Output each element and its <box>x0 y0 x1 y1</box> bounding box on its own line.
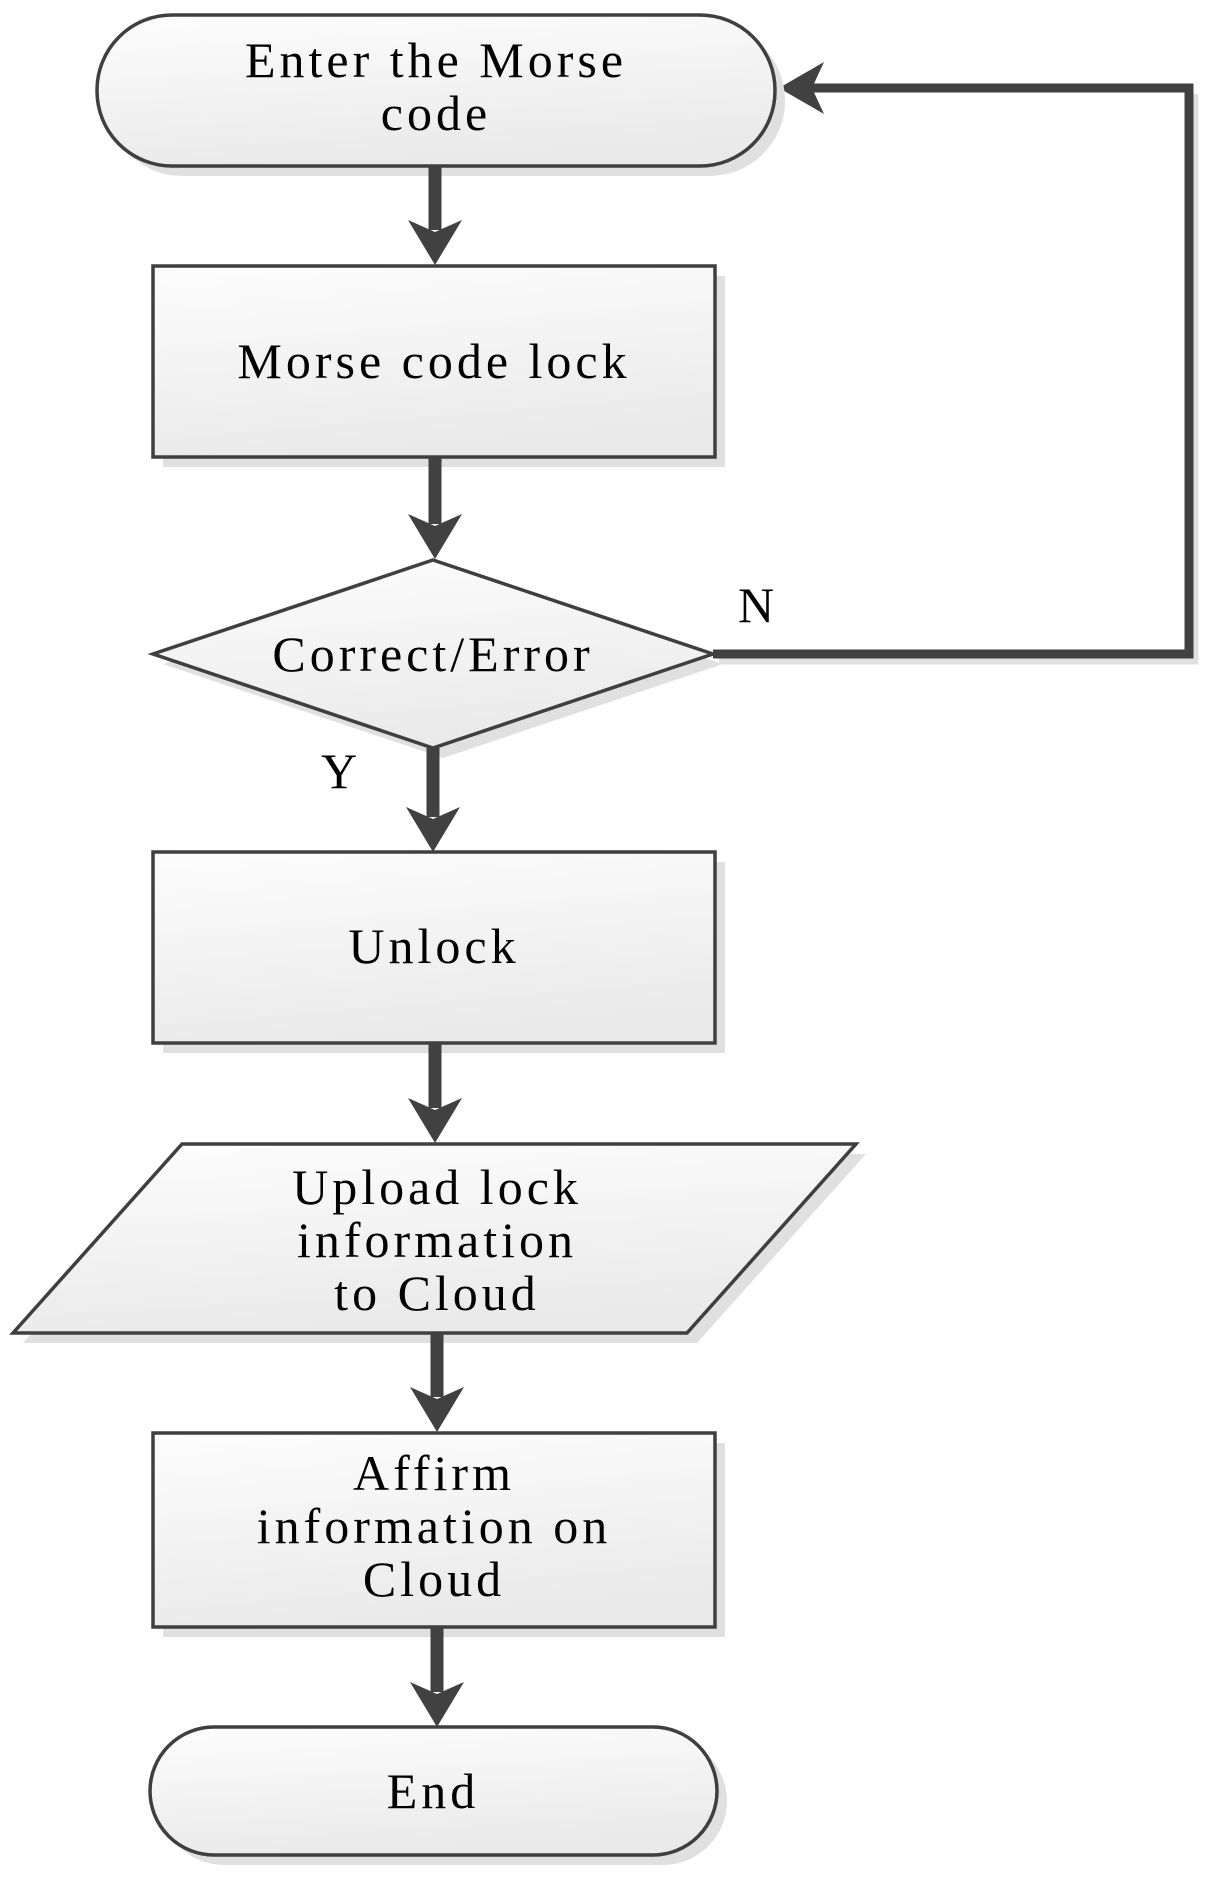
process-affirm-label-line3: Cloud <box>363 1551 505 1607</box>
arrowhead-down-icon <box>408 1098 462 1143</box>
process-morse-code-lock: Morse code lock <box>151 264 725 467</box>
arrow-affirm-to-end <box>410 1627 464 1727</box>
arrow-morse-to-decision <box>408 457 462 559</box>
arrow-unlock-to-upload <box>408 1043 462 1143</box>
data-upload-label-line3: to Cloud <box>334 1265 540 1321</box>
arrowhead-down-icon <box>406 807 460 852</box>
start-terminator-label-line1: Enter the Morse <box>245 32 627 88</box>
arrowhead-down-icon <box>408 514 462 559</box>
arrowhead-down-icon <box>410 1387 464 1432</box>
process-affirm-information: Affirm information on Cloud <box>151 1431 725 1637</box>
process-morse-shape <box>151 264 717 459</box>
loop-arrow-line <box>713 83 1194 659</box>
data-upload-label-line2: information <box>297 1212 577 1268</box>
data-upload-lock-information: Upload lock information to Cloud <box>9 1142 866 1343</box>
edge-label-no: N <box>738 577 774 633</box>
process-affirm-label-line2: information on <box>257 1498 612 1554</box>
decision-label: Correct/Error <box>272 626 593 682</box>
loop-arrow-no-branch <box>713 62 1199 665</box>
arrow-decision-to-unlock <box>406 748 460 852</box>
data-upload-label-line1: Upload lock <box>292 1159 582 1215</box>
start-terminator: Enter the Morse code <box>95 13 785 176</box>
process-unlock: Unlock <box>151 850 725 1053</box>
end-terminator-shape <box>148 1725 719 1857</box>
loop-arrow-shadow <box>719 94 1199 665</box>
end-terminator-label: End <box>387 1763 480 1819</box>
edge-label-yes: Y <box>321 743 357 799</box>
data-upload-shape <box>9 1142 860 1335</box>
arrowhead-down-icon <box>408 220 462 265</box>
arrow-start-to-morse <box>408 166 462 265</box>
arrow-upload-to-affirm <box>410 1333 464 1432</box>
end-terminator: End <box>148 1725 727 1865</box>
loop-arrowhead-left-icon <box>779 62 824 114</box>
process-affirm-label-line1: Affirm <box>353 1445 515 1501</box>
arrowhead-down-icon <box>410 1682 464 1727</box>
decision-correct-error: Correct/Error <box>147 558 723 758</box>
process-unlock-label: Unlock <box>348 918 519 974</box>
start-terminator-label-line2: code <box>381 85 491 141</box>
process-morse-label: Morse code lock <box>237 333 630 389</box>
process-affirm-shape <box>151 1431 717 1629</box>
